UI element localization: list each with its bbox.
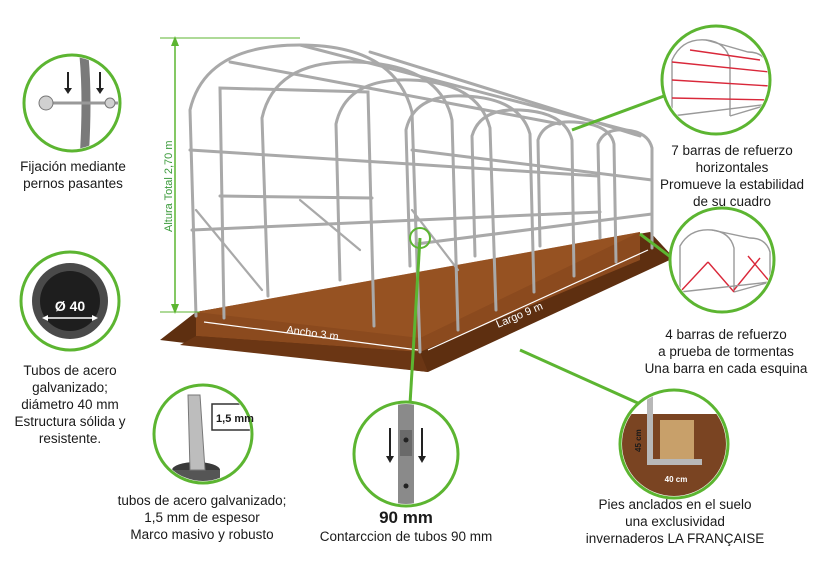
label-thickness-line1: tubos de acero galvanizado;	[117, 493, 287, 508]
label-bolts-line1: Fijación mediante	[20, 159, 126, 174]
label-tube-line1: Tubos de acero	[23, 363, 117, 378]
label-storm-line3: Una barra en cada esquina	[644, 361, 808, 376]
label-contraction: 90 mm Contarccion de tubos 90 mm	[300, 508, 512, 545]
height-label: Altura Total 2,70 m	[163, 140, 175, 232]
label-bolts: Fijación mediante pernos pasantes	[8, 158, 138, 192]
label-feet-line2: una exclusividad	[625, 514, 725, 529]
label-feet-line1: Pies anclados en el suelo	[598, 497, 752, 512]
height-dimension: Altura Total 2,70 m	[160, 36, 300, 314]
tube-section-icon: Ø 40	[19, 250, 121, 352]
label-hbars-line4: de su cuadro	[692, 194, 772, 209]
label-tube: Tubos de acero galvanizado; diámetro 40 …	[4, 362, 136, 447]
label-hbars-line3: Promueve la estabilidad	[659, 177, 805, 192]
label-thickness-line3: Marco masivo y robusto	[130, 527, 274, 542]
label-horizontal-bars: 7 barras de refuerzo horizontales Promue…	[648, 142, 816, 210]
label-thickness-line2: 1,5 mm de espesor	[144, 510, 260, 525]
label-tube-line2: galvanizado;	[32, 380, 108, 395]
label-storm-line1: 4 barras de refuerzo	[665, 327, 787, 342]
thickness-badge: 1,5 mm	[216, 413, 254, 425]
horizontal-bars-icon	[660, 24, 772, 136]
label-storm-line2: a prueba de tormentas	[658, 344, 794, 359]
tube-thickness-icon: 1,5 mm	[152, 383, 254, 485]
storm-bars-icon	[668, 206, 776, 314]
label-contraction-title: 90 mm	[379, 508, 433, 527]
leader-lines	[408, 94, 673, 406]
label-tube-line5: resistente.	[38, 431, 102, 446]
tube-badge: Ø 40	[55, 298, 86, 314]
label-hbars-line2: horizontales	[695, 160, 769, 175]
label-storm-bars: 4 barras de refuerzo a prueba de torment…	[634, 326, 818, 377]
label-hbars-line1: 7 barras de refuerzo	[671, 143, 793, 158]
ground-anchor-icon: 45 cm 40 cm	[618, 388, 730, 500]
anchor-dim-v: 45 cm	[634, 429, 643, 452]
tube-contraction-icon	[352, 400, 460, 508]
label-feet: Pies anclados en el suelo una exclusivid…	[572, 496, 778, 547]
label-thickness: tubos de acero galvanizado; 1,5 mm de es…	[104, 492, 300, 543]
label-bolts-line2: pernos pasantes	[23, 176, 123, 191]
bolt-fixing-icon	[22, 53, 122, 153]
label-tube-line4: Estructura sólida y	[14, 414, 126, 429]
label-tube-line3: diámetro 40 mm	[21, 397, 119, 412]
label-contraction-line1: Contarccion de tubos 90 mm	[319, 529, 493, 544]
focus-ring	[409, 227, 431, 249]
label-feet-line3: invernaderos LA FRANÇAISE	[585, 531, 765, 546]
anchor-dim-h: 40 cm	[665, 475, 688, 484]
